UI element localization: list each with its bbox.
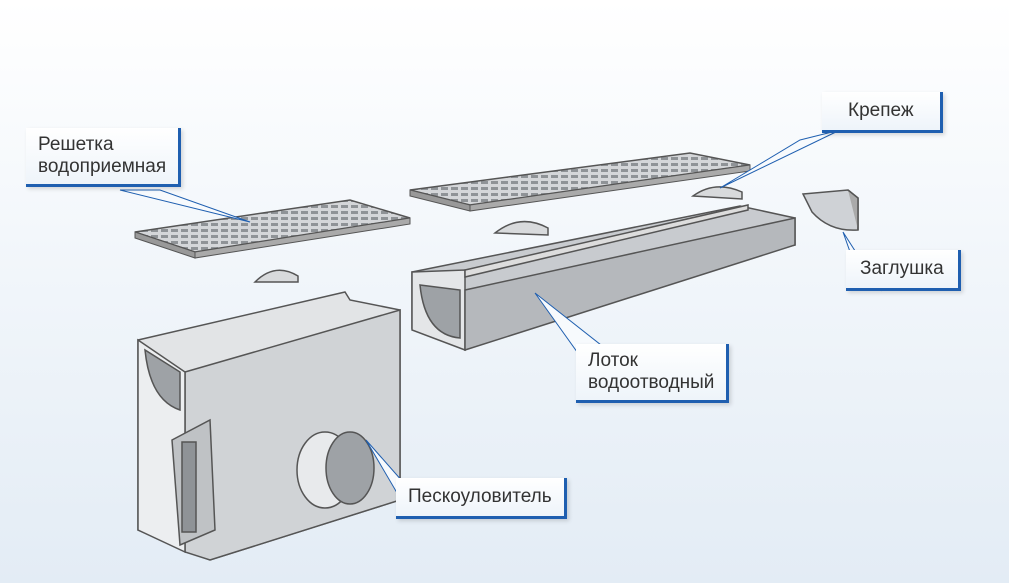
label-sand-trap: Пескоуловитель <box>396 478 567 519</box>
fastener-icon <box>253 186 743 283</box>
label-grate-line1: Решетка <box>38 134 114 155</box>
label-grate-line2: водоприемная <box>38 156 167 177</box>
label-sand-trap-text: Пескоуловитель <box>408 486 552 507</box>
label-grate: Решетка водоприемная <box>26 128 182 187</box>
sand-trap-icon <box>137 291 401 561</box>
label-end-cap-text: Заглушка <box>860 258 944 279</box>
label-channel-line2: водоотводный <box>588 372 715 393</box>
end-cap-icon <box>801 189 859 231</box>
channel-icon <box>411 204 796 352</box>
label-fastener-text: Крепеж <box>848 100 914 121</box>
label-channel-line1: Лоток <box>588 350 638 371</box>
grate-left <box>134 199 411 259</box>
grate-right <box>409 152 751 212</box>
label-end-cap: Заглушка <box>846 250 961 291</box>
label-channel: Лоток водоотводный <box>576 344 730 403</box>
label-fastener: Крепеж <box>822 92 943 133</box>
